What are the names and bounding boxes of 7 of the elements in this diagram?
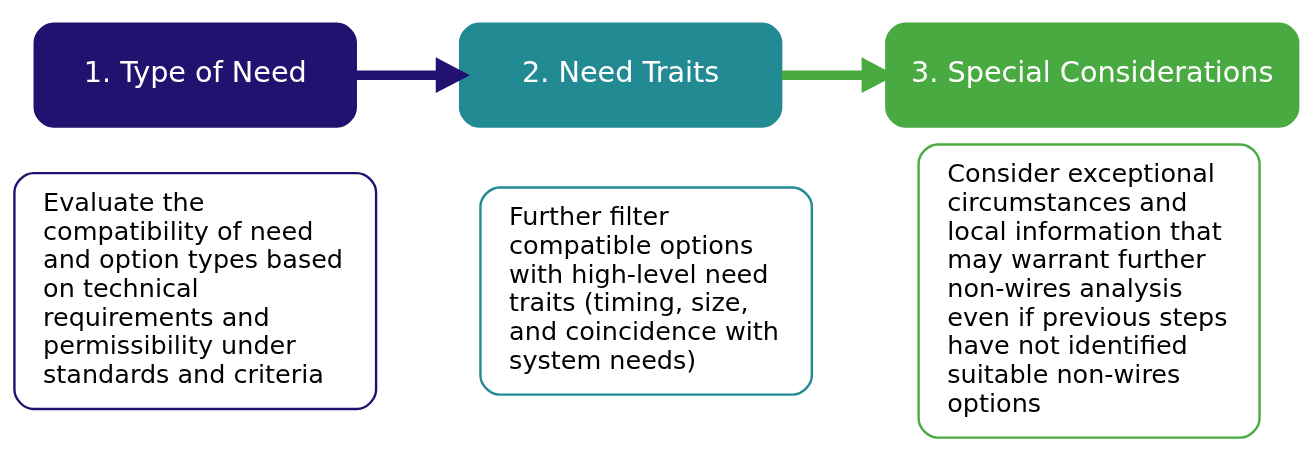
node-box: Further filter compatible options with high-level need traits (timing, size, and coincidence with system needs): [479, 185, 814, 396]
arrow: [356, 56, 470, 93]
node-box: 1. Type of Need: [33, 22, 357, 128]
node-box: Evaluate the compatibility of need and option types based on technical requirements and permissibility under standards and criteria: [13, 171, 378, 410]
node-box: 2. Need Traits: [458, 22, 783, 128]
node-box: 3. Special Considerations: [885, 22, 1300, 128]
node-box: Consider exceptional circumstances and local information that may warrant further non-wires analysis even if previous steps have not identified suitable non-wires options: [917, 142, 1261, 439]
